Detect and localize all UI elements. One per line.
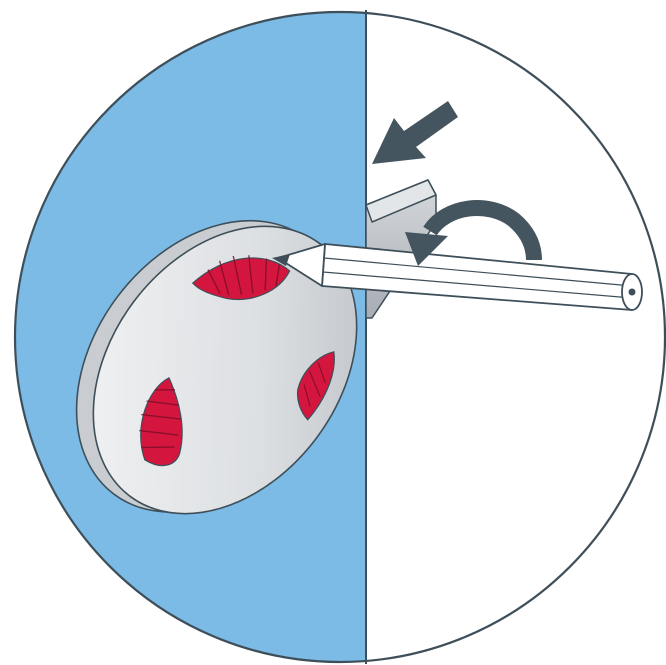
open-section [366, 0, 666, 665]
